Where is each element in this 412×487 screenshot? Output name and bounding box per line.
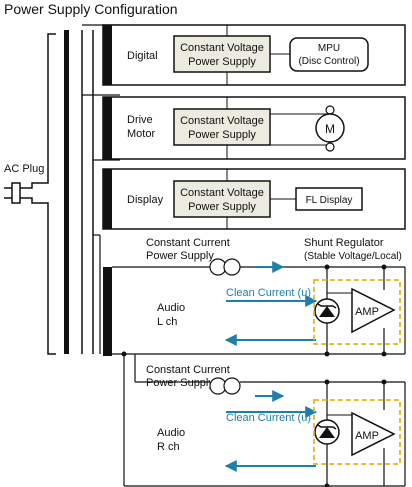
audio-l-clean-current-label: Clean Current (u) [226, 287, 311, 299]
diagram-title: Power Supply Configuration [4, 1, 178, 17]
mpu-box [289, 37, 369, 72]
mpu-label: MPU [318, 43, 340, 54]
audio-l-amp-icon [351, 287, 396, 334]
ac-plug-label: AC Plug [4, 163, 44, 175]
audio-r-cc-supply-line1: Constant Current [146, 364, 230, 376]
digital-label: Digital [127, 50, 158, 62]
audio-l-shunt-dashed-box [313, 279, 401, 345]
audio-l-cc-source-icon [209, 258, 241, 276]
main-transformer [64, 30, 94, 354]
audio-r-shunt-dashed-box [313, 399, 401, 465]
audio-l-label-line1: Audio [157, 302, 185, 314]
display-cv-supply-line1: Constant Voltage [180, 187, 264, 199]
digital-transformer [103, 25, 112, 85]
digital-cv-supply-box [173, 35, 271, 73]
audio-r-amp-icon [351, 411, 396, 457]
drive-motor-section: Drive Motor Constant Voltage Power Suppl… [102, 96, 406, 160]
audio-r-amp-label: AMP [355, 430, 379, 442]
audio-r-label-line1: Audio [157, 427, 185, 439]
drive-cv-supply-line1: Constant Voltage [180, 115, 264, 127]
audio-l-amp-label: AMP [355, 306, 379, 318]
fl-display-label: FL Display [306, 195, 353, 206]
digital-cv-supply-line2: Power Supply [188, 56, 256, 68]
audio-r-section: Constant Current Power Supply Audio R ch… [124, 364, 406, 487]
audio-r-clean-current-label: Clean Current (u) [226, 412, 311, 424]
audio-r-cc-source-icon [209, 377, 241, 395]
motor-label: M [325, 122, 335, 136]
audio-r-cc-supply-line2: Power Supply [146, 377, 214, 389]
display-label: Display [127, 194, 164, 206]
audio-r-label-line2: R ch [157, 441, 180, 453]
audio-l-cc-supply-line2: Power Supply [146, 250, 214, 262]
shunt-regulator-sub-label: (Stable Voltage/Local) [304, 251, 402, 262]
digital-cv-supply-line1: Constant Voltage [180, 42, 264, 54]
audio-l-cc-supply-line1: Constant Current [146, 237, 230, 249]
display-cv-supply-box [173, 180, 271, 218]
drive-label-line1: Drive [127, 114, 153, 126]
drive-label-line2: Motor [127, 128, 155, 140]
fl-display-box [295, 187, 363, 211]
audio-l-transformer [103, 267, 112, 356]
audio-l-section: Constant Current Power Supply Shunt Regu… [103, 237, 406, 486]
display-section: Display Constant Voltage Power Supply FL… [102, 168, 406, 230]
mpu-sub-label: (Disc Control) [298, 56, 359, 67]
drive-cv-supply-line2: Power Supply [188, 129, 256, 141]
drive-transformer [103, 97, 112, 159]
drive-cv-supply-box [173, 108, 271, 146]
motor-icon [315, 113, 345, 143]
secondary-wiring [82, 24, 120, 354]
shunt-regulator-label: Shunt Regulator [304, 237, 384, 249]
digital-section: Digital Constant Voltage Power Supply MP… [102, 24, 406, 86]
display-transformer [103, 169, 112, 229]
audio-l-label-line2: L ch [157, 316, 177, 328]
ac-plug-icon [4, 33, 56, 355]
display-cv-supply-line2: Power Supply [188, 201, 256, 213]
